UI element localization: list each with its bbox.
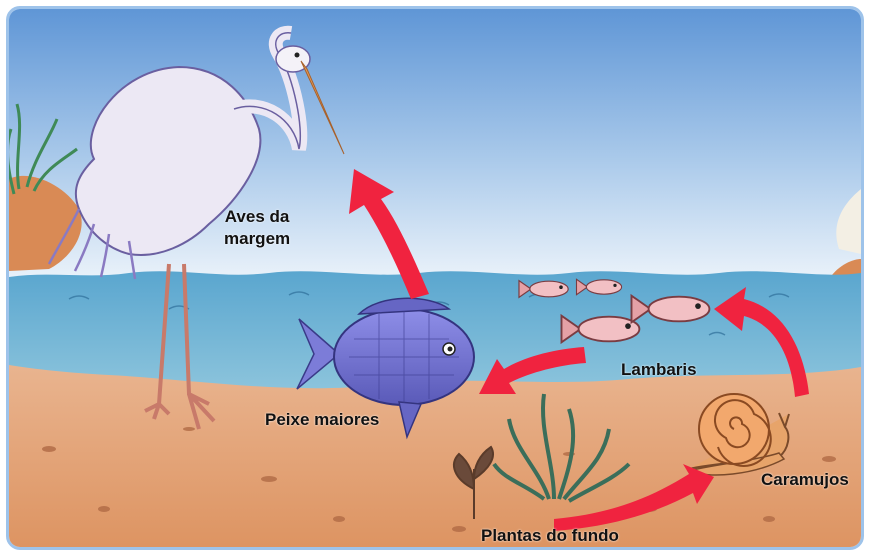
heron-body [74,65,262,256]
arrow-peixe-to-aves [349,169,429,299]
label-caramujos: Caramujos [761,470,849,489]
food-chain-arrows [349,169,809,531]
snail-spiral [713,399,772,467]
lambari-fish [575,278,623,296]
big-fish-bottom-fin [398,401,423,440]
lambaris-school [518,278,711,345]
cloud [836,189,861,254]
heron [47,25,345,430]
lambari-fish [630,293,711,325]
heron-leg-right [182,263,216,430]
label-plantas-do-fundo: Plantas do fundo [481,526,619,545]
left-shore [9,175,82,271]
label-aves-da-margem: Aves da margem [224,206,290,250]
label-aves-line2: margem [224,229,291,248]
heron-feathers [47,208,137,280]
label-lambaris: Lambaris [621,360,697,379]
big-fish-fin [357,297,452,315]
arrow-lambaris-to-peixe [479,347,586,394]
diagram-frame: Aves da margem Peixe maiores Lambaris Ca… [6,6,864,550]
big-fish [296,297,475,440]
heron-beak [300,60,345,155]
bottom-plants [492,393,631,503]
big-fish-tail [296,318,341,390]
heron-head [275,45,311,73]
left-shore-plant [9,103,78,195]
label-aves-line1: Aves da [224,207,290,226]
small-plant [453,445,494,519]
food-chain-illustration [9,9,861,547]
snail [686,393,790,476]
heron-leg-left [144,263,171,420]
lambari-fish [560,313,641,345]
heron-eye [294,52,300,58]
arrow-plantas-to-caramujos [554,464,714,531]
label-peixe-maiores: Peixe maiores [265,410,380,429]
lambari-fish [518,279,569,299]
arrow-caramujos-to-lambaris [714,287,809,397]
